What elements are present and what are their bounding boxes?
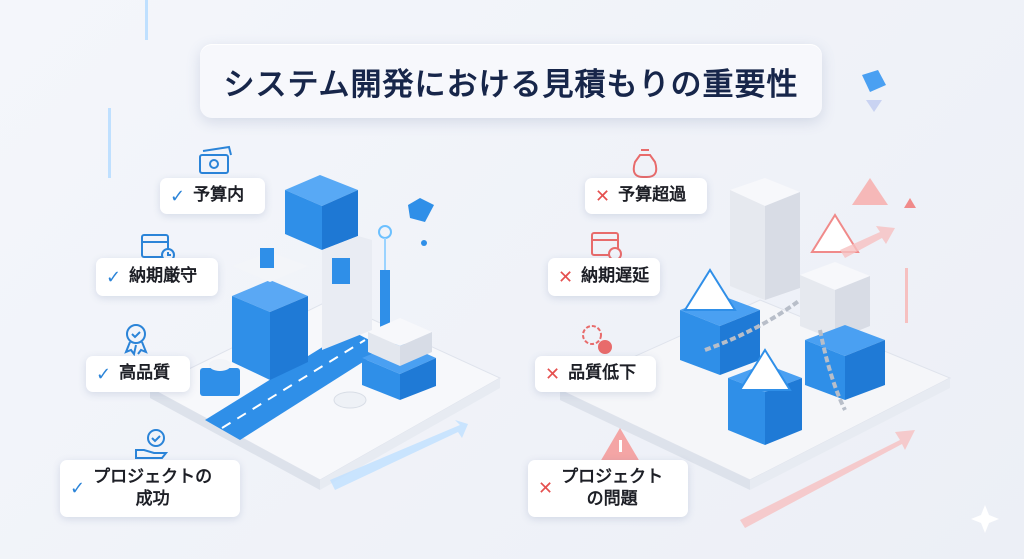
cross-icon: ✕: [595, 185, 611, 207]
label-delay: ✕ 納期遅延: [548, 258, 660, 296]
sparkle-icon: [971, 505, 999, 533]
label-quality-drop: ✕ 品質低下: [535, 356, 656, 392]
success-platform: [148, 175, 502, 490]
label-high-quality: ✓ 高品質: [86, 356, 190, 392]
label-within-budget: ✓ 予算内: [160, 178, 265, 214]
decor-cube: [862, 70, 886, 92]
decor-line: [145, 0, 148, 40]
arrow-up: [330, 420, 468, 490]
label-over-budget: ✕ 予算超過: [585, 178, 707, 214]
decor-line: [905, 268, 908, 323]
check-icon: ✓: [70, 478, 86, 499]
chain: [704, 298, 847, 411]
check-icon: ✓: [96, 363, 112, 385]
warning-icon: [600, 428, 640, 462]
gear-x-icon: [582, 325, 612, 354]
calendar-clock-icon: [591, 232, 622, 261]
page-title: システム開発における見積もりの重要性: [223, 66, 799, 103]
money-bag-icon: [632, 149, 658, 179]
label-on-time: ✓ 納期厳守: [96, 258, 218, 296]
cross-icon: ✕: [538, 478, 554, 499]
title-banner: システム開発における見積もりの重要性: [200, 44, 822, 118]
road: [205, 330, 385, 440]
warning-sign: [683, 268, 737, 311]
cross-icon: ✕: [558, 266, 574, 288]
hand-badge-icon: [135, 429, 169, 459]
money-icon: [199, 145, 232, 174]
decor-line: [108, 108, 111, 178]
check-icon: ✓: [170, 185, 186, 207]
decor-triangle: [866, 100, 882, 112]
top-cube: [285, 175, 358, 206]
award-ribbon-icon: [124, 324, 148, 357]
check-icon: ✓: [106, 266, 122, 288]
warning-sign: [738, 348, 792, 391]
label-project-success: ✓ プロジェクトの成功: [60, 460, 240, 517]
label-project-problem: ✕ プロジェクトの問題: [528, 460, 688, 517]
problem-platform: [558, 178, 952, 528]
cross-icon: ✕: [545, 363, 561, 385]
